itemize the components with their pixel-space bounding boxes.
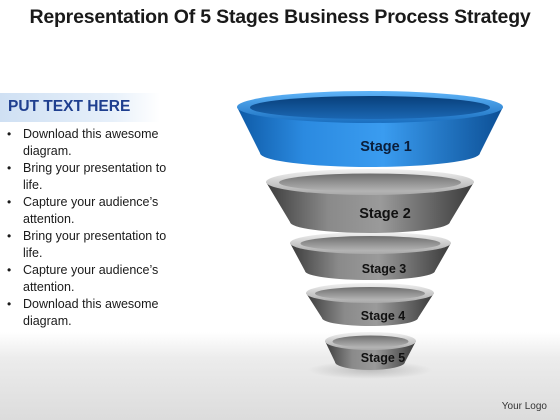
bullet-icon: • <box>7 263 12 277</box>
stage-2-label: Stage 2 <box>359 206 411 222</box>
stage-4-ring: Stage 4 <box>306 283 434 326</box>
bullet-text: Capture your audience’s attention. <box>23 263 159 294</box>
bullet-text: Bring your presentation to life. <box>23 161 167 192</box>
bullet-text: Bring your presentation to life. <box>23 229 167 260</box>
bullet-icon: • <box>7 297 12 311</box>
bullet-text: Download this awesome diagram. <box>23 127 159 158</box>
bullet-icon: • <box>7 161 12 175</box>
bullet-icon: • <box>7 127 12 141</box>
stage-3-label: Stage 3 <box>362 262 407 276</box>
bullet-item: • Capture your audience’s attention. <box>6 262 181 296</box>
bullet-text: Download this awesome diagram. <box>23 297 159 328</box>
stage-5-ring: Stage 5 <box>325 332 416 370</box>
stage-3-ring: Stage 3 <box>290 232 451 280</box>
stage-5-label: Stage 5 <box>361 351 406 365</box>
bullet-list: • Download this awesome diagram. • Bring y… <box>6 126 181 330</box>
bullet-item: • Capture your audience’s attention. <box>6 194 181 228</box>
bullet-icon: • <box>7 229 12 243</box>
stage-4-label: Stage 4 <box>361 309 406 323</box>
background-floor <box>0 332 560 420</box>
stage-1-ring: Stage 1 <box>237 91 503 167</box>
bullet-text: Capture your audience’s attention. <box>23 195 159 226</box>
text-heading: PUT TEXT HERE <box>8 98 131 115</box>
page-title: Representation Of 5 Stages Business Proc… <box>29 6 531 28</box>
stage-2-ring: Stage 2 <box>266 169 474 233</box>
bullet-item: • Download this awesome diagram. <box>6 296 181 330</box>
bullet-item: • Download this awesome diagram. <box>6 126 181 160</box>
bullet-item: • Bring your presentation to life. <box>6 228 181 262</box>
stage-1-label: Stage 1 <box>360 139 412 155</box>
bullet-item: • Bring your presentation to life. <box>6 160 181 194</box>
bullet-icon: • <box>7 195 12 209</box>
text-heading-bar <box>0 93 160 122</box>
logo-text: Your Logo <box>501 401 547 412</box>
